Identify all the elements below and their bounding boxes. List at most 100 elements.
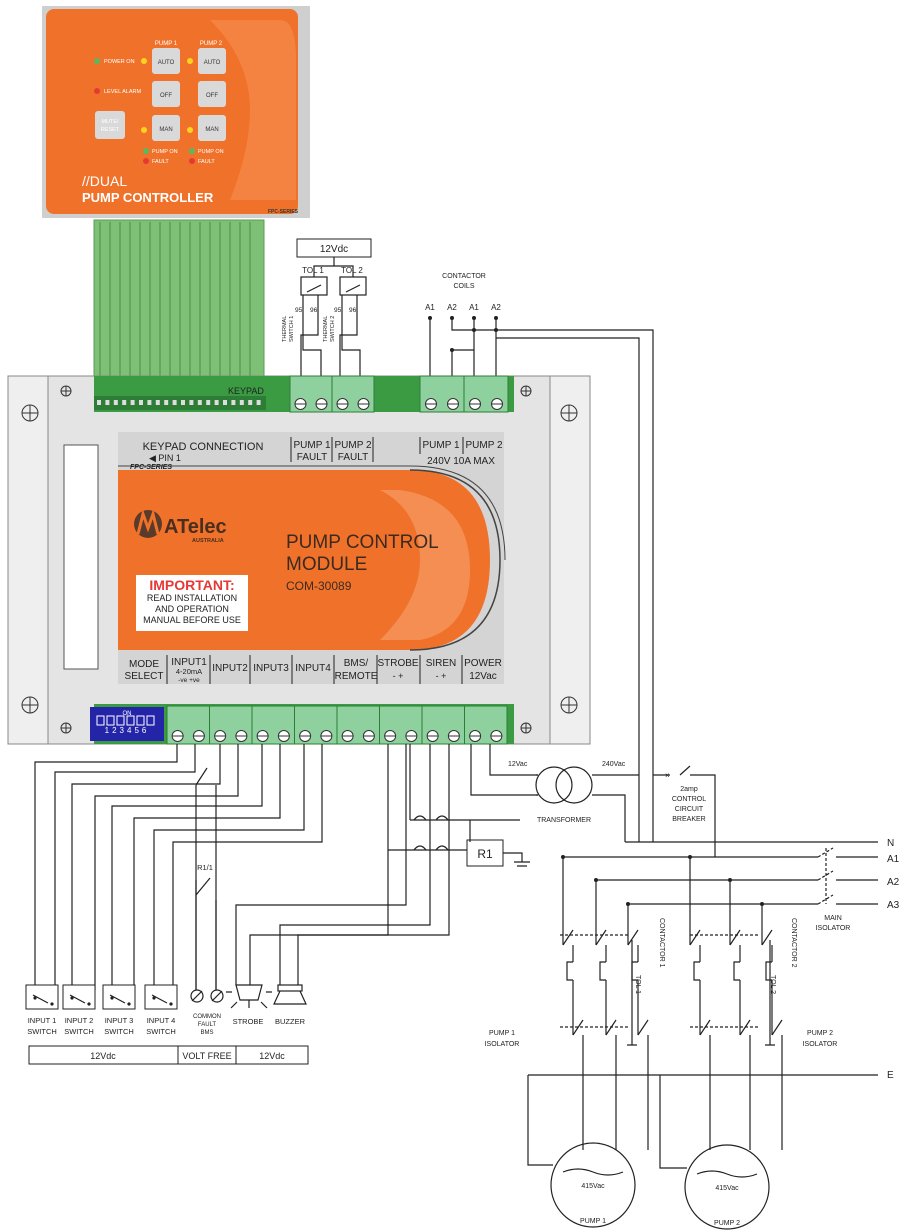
pump2-on-label: PUMP ON — [198, 149, 224, 155]
header-pin — [113, 400, 118, 405]
bottom-bar-label-2: VOLT FREE — [182, 1051, 231, 1061]
tol1-terminal-96: 96 — [310, 307, 318, 314]
main-isolator-l2: ISOLATOR — [816, 925, 851, 932]
common-fault-l3: BMS — [200, 1030, 213, 1036]
input1-l2: 4-20mA — [176, 667, 202, 676]
contactor2-label: CONTACTOR 2 — [790, 918, 797, 968]
breaker-l3: CIRCUIT — [675, 806, 704, 813]
power-on-label: POWER ON — [104, 59, 135, 65]
supply-lines: N A1 A2 A3 E MAIN ISOLATOR — [528, 838, 900, 1081]
relay-r1-label: R1 — [477, 847, 493, 861]
dip-switch-position[interactable] — [106, 715, 115, 726]
pump1-motor-label: PUMP 1 — [580, 1218, 606, 1225]
relay-pump2-label: PUMP 2 — [465, 440, 502, 451]
dip-on-label: ON — [123, 711, 132, 717]
pump1-auto-button[interactable] — [152, 48, 180, 74]
input4-label: INPUT4 — [295, 663, 331, 674]
input-switch-label-l2: SWITCH — [146, 1027, 176, 1036]
pump2-header: PUMP 2 — [200, 41, 223, 47]
keypad-header-label: KEYPAD — [228, 386, 264, 396]
header-pin — [122, 400, 127, 405]
keypad-panel: PUMP 1 PUMP 2 POWER ON LEVEL ALARM MUTE/… — [42, 6, 310, 218]
pump-control-module: KEYPAD KEYPAD CONNECTION ◀ PIN 1 FPC-SER… — [7, 375, 591, 745]
input-switch-label-l2: SWITCH — [64, 1027, 94, 1036]
pump1-junction — [561, 855, 565, 859]
dip-switch-position[interactable] — [136, 715, 145, 726]
transformer-240vac: 240Vac — [602, 761, 626, 768]
pump1-tol-contact — [627, 940, 637, 1046]
dip-switch-position[interactable] — [96, 715, 105, 726]
pump2-on-led — [189, 148, 195, 154]
pump1-man-button[interactable] — [152, 115, 180, 141]
header-pin — [130, 400, 135, 405]
pump1-junction — [594, 878, 598, 882]
contactor-coils-l1: CONTACTOR — [442, 273, 486, 280]
pump2-off-button[interactable] — [198, 81, 226, 107]
power-supply-label: 12Vdc — [320, 244, 348, 255]
mute-reset-button[interactable] — [95, 111, 125, 139]
mode-select-l2: SELECT — [125, 671, 164, 682]
pump2-motor: 415Vac PUMP 2 — [684, 1144, 770, 1230]
line-a1: A1 — [887, 854, 900, 865]
pump2-auto-led — [187, 58, 193, 64]
tol2-label: TOL 2 — [341, 266, 363, 275]
pump2-auto-label: AUTO — [204, 60, 221, 66]
dip-switch-position[interactable] — [146, 715, 155, 726]
keypad-header — [94, 396, 266, 410]
important-title: IMPORTANT: — [149, 577, 234, 593]
input-switch-label-l2: SWITCH — [104, 1027, 134, 1036]
pump1-isolator-contact — [637, 1019, 649, 1036]
pump2-man-button[interactable] — [198, 115, 226, 141]
input-switch-label-l1: INPUT 3 — [105, 1016, 134, 1025]
input-wiring — [34, 744, 538, 990]
pump2-junction — [760, 902, 764, 906]
tol2-side-label: TOL 2 — [769, 975, 776, 994]
pump2-tol-contact — [765, 940, 775, 1046]
pump2-man-label: MAN — [205, 127, 218, 133]
pump1-off-label: OFF — [160, 93, 172, 99]
input1-l1: INPUT1 — [171, 657, 207, 668]
relay-contact-label: R1/1 — [197, 863, 213, 872]
module-title-l1: PUMP CONTROL — [286, 532, 439, 553]
coil-a2-1: A2 — [447, 303, 457, 312]
contactor-coils-l2: COILS — [453, 283, 474, 290]
header-pin — [231, 400, 236, 405]
line-n: N — [887, 838, 894, 849]
header-pin — [164, 400, 169, 405]
coil-a1-1: A1 — [425, 303, 435, 312]
matelec-logo: ATelec AUSTRALIA — [134, 508, 227, 544]
strobe-l1: STROBE — [377, 658, 418, 669]
strobe-label: STROBE — [233, 1017, 264, 1026]
pump2-man-led — [187, 127, 193, 133]
bms-remote-l2: REMOTE — [335, 671, 378, 682]
header-pin — [139, 400, 143, 405]
pump1-fault-led — [143, 158, 149, 164]
breaker-l2: CONTROL — [672, 796, 706, 803]
important-line2: AND OPERATION — [155, 604, 229, 614]
thermal-switch2-l2: SWITCH 2 — [330, 316, 336, 342]
dip-switch-position[interactable] — [126, 715, 135, 726]
pump1-auto-label: AUTO — [158, 60, 175, 66]
dip-switch-position[interactable] — [116, 715, 125, 726]
pump2-fault-label: FAULT — [198, 159, 215, 165]
buzzer-label: BUZZER — [275, 1017, 306, 1026]
dip-numbers: 123456 — [105, 726, 150, 735]
header-pin — [97, 400, 101, 405]
common-fault-terminals — [190, 989, 224, 1003]
keypad-series: FPC-SERIES — [268, 209, 299, 215]
tol1-contact — [300, 276, 328, 296]
main-isolator-l1: MAIN — [824, 915, 842, 922]
pump1-contactor-contact — [562, 929, 574, 946]
pump1-man-led — [141, 127, 147, 133]
pump1-off-button[interactable] — [152, 81, 180, 107]
header-pin — [155, 400, 160, 405]
input2-label: INPUT2 — [212, 663, 248, 674]
pump1-fault-l1: PUMP 1 — [293, 440, 330, 451]
pump2-auto-button[interactable] — [198, 48, 226, 74]
breaker-l4: BREAKER — [672, 816, 705, 823]
input-switch-label-l1: INPUT 1 — [28, 1016, 57, 1025]
transformer-12vac: 12Vac — [508, 761, 528, 768]
header-pin — [256, 400, 261, 405]
